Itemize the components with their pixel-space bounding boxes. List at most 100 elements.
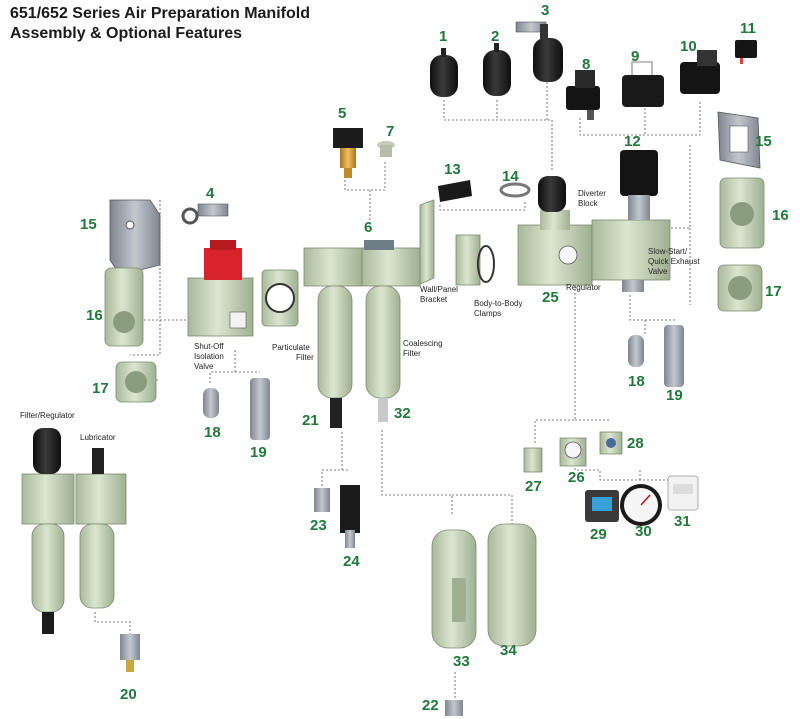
part-16-flange-right: [719, 177, 765, 249]
callout-24: 24: [343, 553, 360, 570]
label-clamps: Clamps: [474, 309, 501, 318]
callout-16a: 16: [86, 307, 103, 324]
callout-4: 4: [206, 185, 215, 202]
wall-panel-bracket: [419, 199, 435, 285]
part-17-flange-left: [115, 361, 157, 403]
part-11-connector: [735, 40, 757, 64]
slow-start-valve: [591, 150, 671, 292]
callout-19b: 19: [666, 387, 683, 404]
part-30-pressure-gauge: [620, 484, 662, 526]
part-31-digital-display: [667, 475, 699, 511]
label-bracket: Bracket: [420, 295, 448, 304]
callout-6: 6: [364, 219, 372, 236]
label-block: Block: [578, 199, 599, 208]
part-7-plug: [377, 141, 395, 157]
callout-15b: 15: [755, 133, 772, 150]
callout-1: 1: [439, 28, 447, 45]
part-33-metal-bowl: [431, 529, 477, 649]
callout-8: 8: [582, 56, 590, 73]
part-17-flange-right: [717, 264, 763, 312]
part-26-gauge-block: [559, 437, 587, 467]
callout-14: 14: [502, 168, 519, 185]
page-title-line-1: 651/652 Series Air Preparation Manifold: [10, 5, 310, 22]
label-particulate: Particulate: [272, 343, 310, 352]
part-9-coil: [622, 61, 664, 107]
callout-7: 7: [386, 123, 394, 140]
page-title-line-2: Assembly & Optional Features: [10, 25, 243, 42]
callout-2: 2: [491, 28, 499, 45]
callout-3: 3: [541, 2, 549, 19]
callout-20: 20: [120, 686, 137, 703]
label-isolation: Isolation: [194, 352, 224, 361]
callout-25: 25: [542, 289, 559, 306]
callout-22: 22: [422, 697, 439, 714]
part-2-knob: [483, 43, 511, 96]
callout-31: 31: [674, 513, 691, 530]
label-coalescing: Coalescing: [403, 339, 443, 348]
callout-33: 33: [453, 653, 470, 670]
callout-11: 11: [740, 20, 756, 37]
callout-16b: 16: [772, 207, 789, 224]
callout-28: 28: [627, 435, 644, 452]
callout-19a: 19: [250, 444, 267, 461]
callout-13: 13: [444, 161, 461, 178]
callout-10: 10: [680, 38, 697, 55]
filter-regulator-unit: [21, 428, 75, 634]
shut-off-isolation-valve: [187, 240, 254, 337]
leader-lines: [94, 82, 701, 700]
part-15-bracket-right: [717, 111, 761, 169]
part-13-wall-bracket: [438, 180, 472, 202]
part-20-auto-drain: [120, 634, 140, 672]
particulate-filter: [303, 247, 363, 428]
part-14-oring: [499, 182, 531, 198]
part-22-drain-plug: [445, 700, 463, 716]
callout-32: 32: [394, 405, 411, 422]
lubricator-unit: [75, 448, 127, 609]
callout-26: 26: [568, 469, 585, 486]
label-particulate-filter: Filter: [296, 353, 314, 362]
callout-27: 27: [525, 478, 542, 495]
label-wall-panel: Wall/Panel: [420, 285, 458, 294]
part-18-drain-right: [628, 335, 644, 367]
label-filter-regulator: Filter/Regulator: [20, 411, 75, 420]
part-15-bracket-left: [109, 199, 161, 276]
label-quick-exhaust: Quick Exhaust: [648, 257, 700, 266]
callout-23: 23: [310, 517, 327, 534]
part-28-gauge-port: [599, 431, 623, 455]
callout-18a: 18: [204, 424, 221, 441]
gasket-left: [261, 269, 299, 327]
coalescing-filter: [361, 240, 421, 422]
component-labels: Diverter Block Wall/Panel Bracket Body-t…: [20, 189, 700, 442]
callout-17b: 17: [765, 283, 782, 300]
label-coalescing-filter: Filter: [403, 349, 421, 358]
part-19-muffler-left: [250, 378, 270, 440]
label-diverter: Diverter: [578, 189, 606, 198]
part-24-auto-drain: [340, 485, 360, 548]
callout-9: 9: [631, 48, 639, 65]
label-regulator: Regulator: [566, 283, 601, 292]
part-34-bowl: [487, 523, 537, 647]
part-19-muffler-right: [664, 325, 684, 387]
part-5-pressure-switch: [333, 128, 363, 178]
callout-30: 30: [635, 523, 652, 540]
callout-17a: 17: [92, 380, 109, 397]
callout-29: 29: [590, 526, 607, 543]
callout-34: 34: [500, 642, 517, 659]
label-shutoff-valve: Valve: [194, 362, 214, 371]
part-29-digital-gauge: [585, 490, 619, 522]
label-slow-start: Slow-Start/: [648, 247, 688, 256]
callout-15a: 15: [80, 216, 97, 233]
callout-21: 21: [302, 412, 319, 429]
callout-12: 12: [624, 133, 641, 150]
part-23-manual-drain: [314, 488, 330, 512]
part-1-knob: [430, 48, 458, 97]
part-8-solenoid: [566, 70, 600, 120]
callout-5: 5: [338, 105, 346, 122]
regulator-assembly: [517, 176, 593, 286]
part-10-coil-connector: [680, 50, 720, 94]
label-body-to-body: Body-to-Body: [474, 299, 522, 308]
part-16-flange-left: [104, 267, 144, 347]
label-shut-off: Shut-Off: [194, 342, 224, 351]
part-4-lockout-hasp: [181, 203, 229, 225]
